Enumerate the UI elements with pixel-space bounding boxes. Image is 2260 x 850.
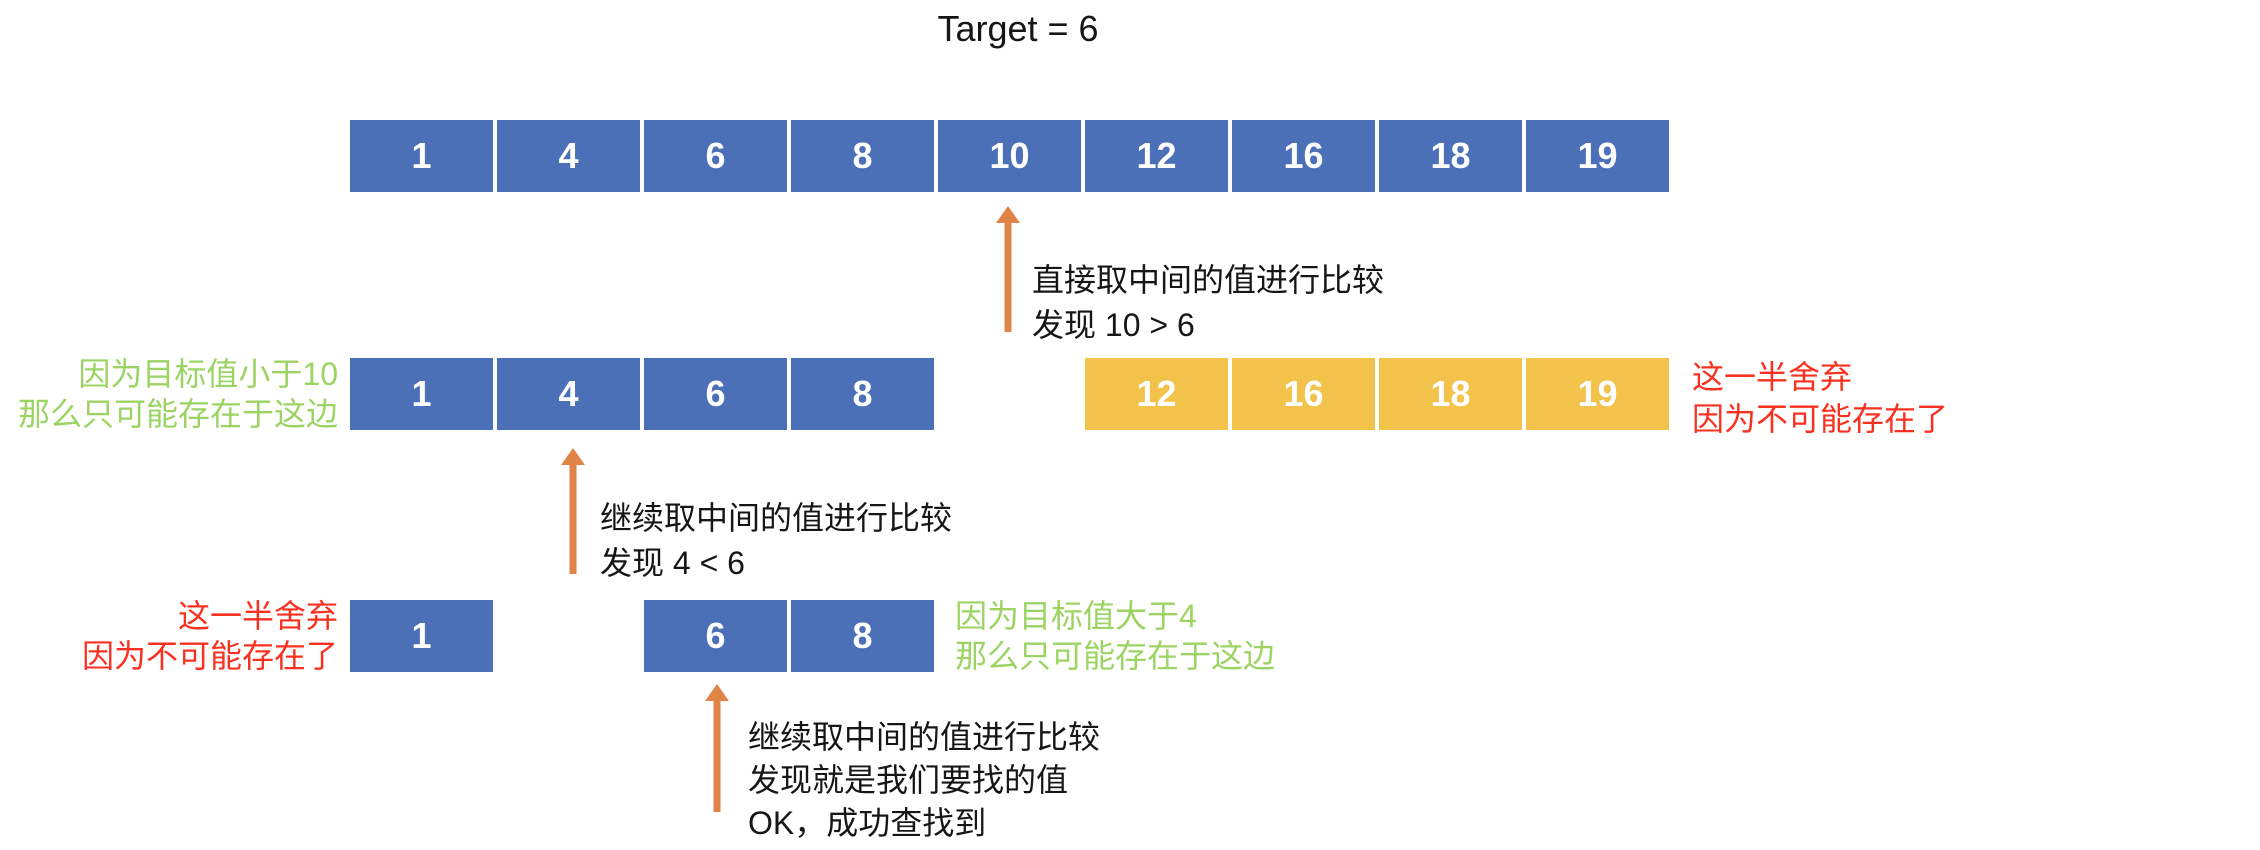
array-cell-mid: 6 — [644, 600, 787, 672]
arrow-shaft — [569, 462, 577, 574]
array-cell-mid: 10 — [938, 120, 1081, 192]
row2-right-label-line: 因为不可能存在了 — [1692, 401, 1949, 437]
arrow-head-icon — [996, 206, 1020, 223]
arrow-head-icon — [705, 684, 729, 701]
array-cell: 12 — [1085, 358, 1228, 430]
array-cell: 4 — [497, 120, 640, 192]
array-cell: 12 — [1085, 120, 1228, 192]
array-cell: 6 — [644, 358, 787, 430]
array-cell: 8 — [791, 120, 934, 192]
array-cell: 8 — [791, 600, 934, 672]
row3-right-label-line: 因为目标值大于4 — [955, 598, 1197, 634]
array-cell: 1 — [350, 600, 493, 672]
step2-note-line: 发现 4 < 6 — [600, 545, 745, 581]
array-cell: 19 — [1526, 120, 1669, 192]
step2-note-line: 继续取中间的值进行比较 — [600, 500, 953, 536]
row3-left-label: 这一半舍弃 因为不可能存在了 — [82, 596, 338, 676]
row3-left-label-line: 这一半舍弃 — [177, 598, 338, 634]
row2-right-label: 这一半舍弃 因为不可能存在了 — [1692, 356, 1948, 440]
step2-note: 继续取中间的值进行比较 发现 4 < 6 — [600, 496, 952, 586]
row2-kept-array: 1 4 6 8 — [350, 358, 934, 430]
array-cell: 18 — [1379, 120, 1522, 192]
row2-discarded-array: 12 16 18 19 — [1085, 358, 1669, 430]
step2-arrow-icon — [561, 448, 585, 574]
row1-full-array: 1 4 6 8 10 12 16 18 19 — [350, 120, 1669, 192]
row3-kept-array: 6 8 — [644, 600, 934, 672]
step3-note-line: 发现就是我们要找的值 — [748, 762, 1069, 798]
array-cell: 19 — [1526, 358, 1669, 430]
row2-left-label-line: 那么只可能存在于这边 — [17, 396, 338, 432]
array-cell: 1 — [350, 358, 493, 430]
step1-note-line: 直接取中间的值进行比较 — [1032, 262, 1385, 298]
array-cell: 1 — [350, 120, 493, 192]
array-cell-mid: 4 — [497, 358, 640, 430]
step3-note: 继续取中间的值进行比较 发现就是我们要找的值 OK，成功查找到 — [748, 716, 1100, 845]
array-cell: 8 — [791, 358, 934, 430]
step1-note-line: 发现 10 > 6 — [1032, 307, 1195, 343]
row2-right-label-line: 这一半舍弃 — [1692, 359, 1853, 395]
arrow-head-icon — [561, 448, 585, 465]
array-cell: 16 — [1232, 120, 1375, 192]
row3-right-label-line: 那么只可能存在于这边 — [955, 638, 1276, 674]
arrow-shaft — [1004, 220, 1012, 332]
step3-note-line: OK，成功查找到 — [748, 805, 987, 841]
row3-left-label-line: 因为不可能存在了 — [81, 638, 338, 674]
step3-note-line: 继续取中间的值进行比较 — [748, 719, 1101, 755]
row3-discarded-array: 1 — [350, 600, 493, 672]
row3-right-label: 因为目标值大于4 那么只可能存在于这边 — [955, 596, 1275, 676]
row2-left-label: 因为目标值小于10 那么只可能存在于这边 — [18, 354, 338, 434]
diagram-title: Target = 6 — [937, 8, 1099, 49]
array-cell: 6 — [644, 120, 787, 192]
step1-arrow-icon — [996, 206, 1020, 332]
array-cell: 16 — [1232, 358, 1375, 430]
arrow-shaft — [713, 698, 721, 812]
step3-arrow-icon — [705, 684, 729, 812]
array-cell: 18 — [1379, 358, 1522, 430]
step1-note: 直接取中间的值进行比较 发现 10 > 6 — [1032, 258, 1384, 348]
row2-left-label-line: 因为目标值小于10 — [78, 356, 338, 392]
